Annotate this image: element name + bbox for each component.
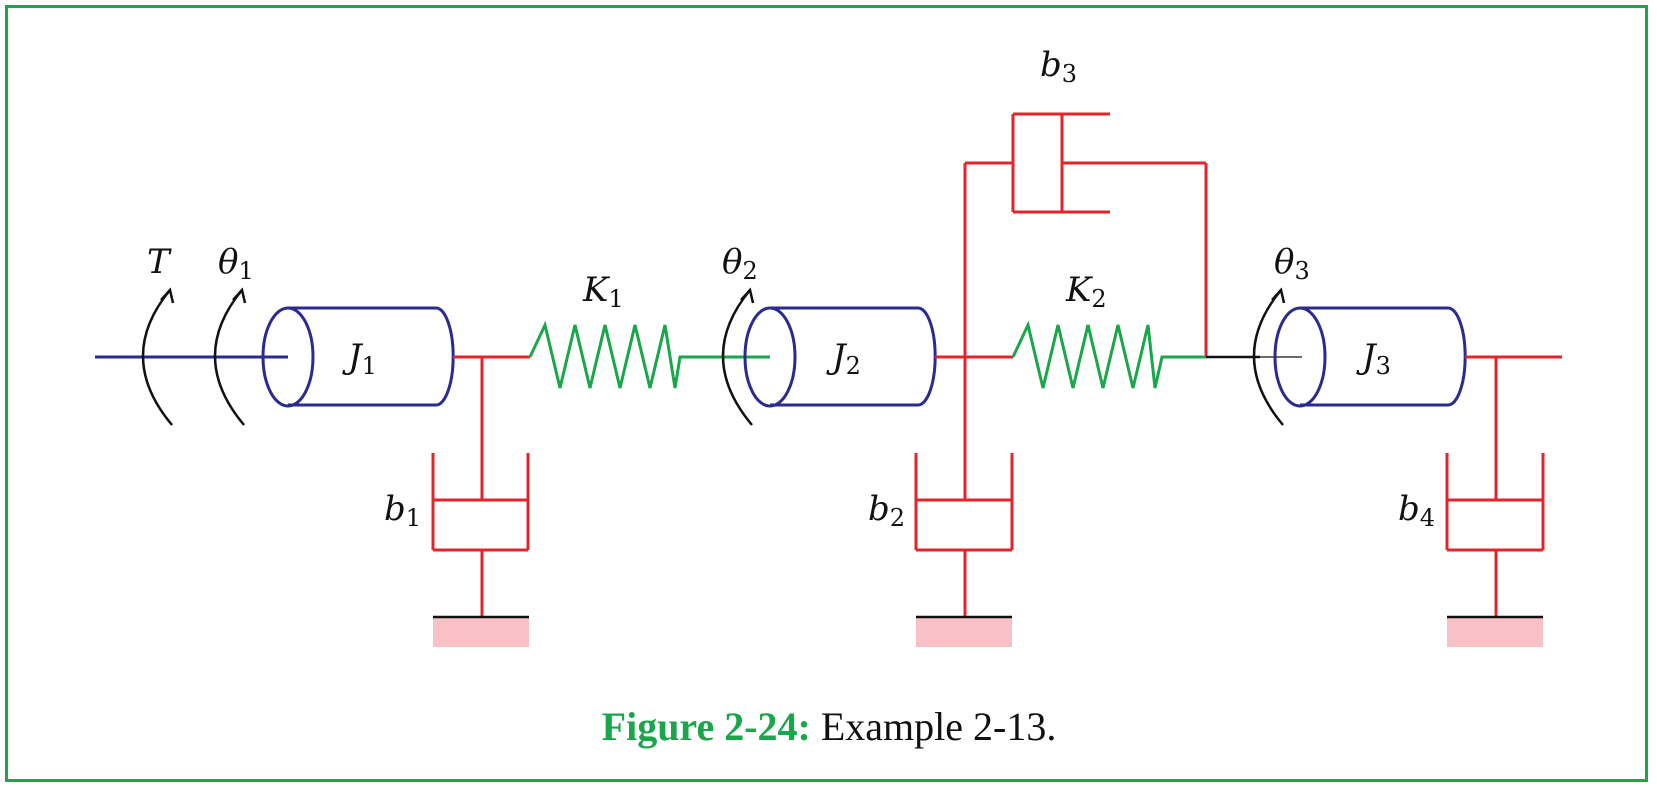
figure-frame <box>5 5 1648 782</box>
theta1-arrowhead <box>232 287 247 304</box>
spring-K2 <box>1011 320 1206 389</box>
theta3-arrow <box>1252 289 1284 426</box>
spring-K1 <box>528 320 770 389</box>
theta1-arrow <box>213 289 245 426</box>
ground-b4 <box>1447 615 1543 647</box>
caption-text: Example 2-13. <box>811 704 1057 749</box>
label-b4: b4 <box>1398 489 1435 532</box>
label-K2: K2 <box>1065 270 1107 313</box>
label-J2: J2 <box>826 337 861 380</box>
label-J1: J1 <box>342 337 377 380</box>
damper-b2 <box>914 163 1014 616</box>
ground-b1 <box>433 615 529 647</box>
label-b3: b3 <box>1040 45 1077 88</box>
label-theta1: θ1 <box>218 242 254 285</box>
label-b1: b1 <box>384 489 421 532</box>
label-torque: T <box>147 242 172 282</box>
caption-prefix: Figure 2-24: <box>602 704 811 749</box>
label-b2: b2 <box>868 489 905 532</box>
theta2-arrow <box>721 289 753 426</box>
damper-b1 <box>431 357 530 616</box>
ground-b2 <box>916 615 1012 647</box>
label-theta3: θ3 <box>1274 242 1310 285</box>
theta2-arrowhead <box>740 287 755 304</box>
label-J3: J3 <box>1356 337 1391 380</box>
torque-arrow <box>141 289 173 426</box>
label-theta2: θ2 <box>722 242 758 285</box>
figure-caption: Figure 2-24: Example 2-13. <box>602 704 1057 749</box>
damper-b4 <box>1445 357 1545 616</box>
theta3-arrowhead <box>1271 287 1286 304</box>
torque-arrowhead <box>160 287 175 304</box>
label-K1: K1 <box>582 270 624 313</box>
damper-b3 <box>965 112 1208 357</box>
